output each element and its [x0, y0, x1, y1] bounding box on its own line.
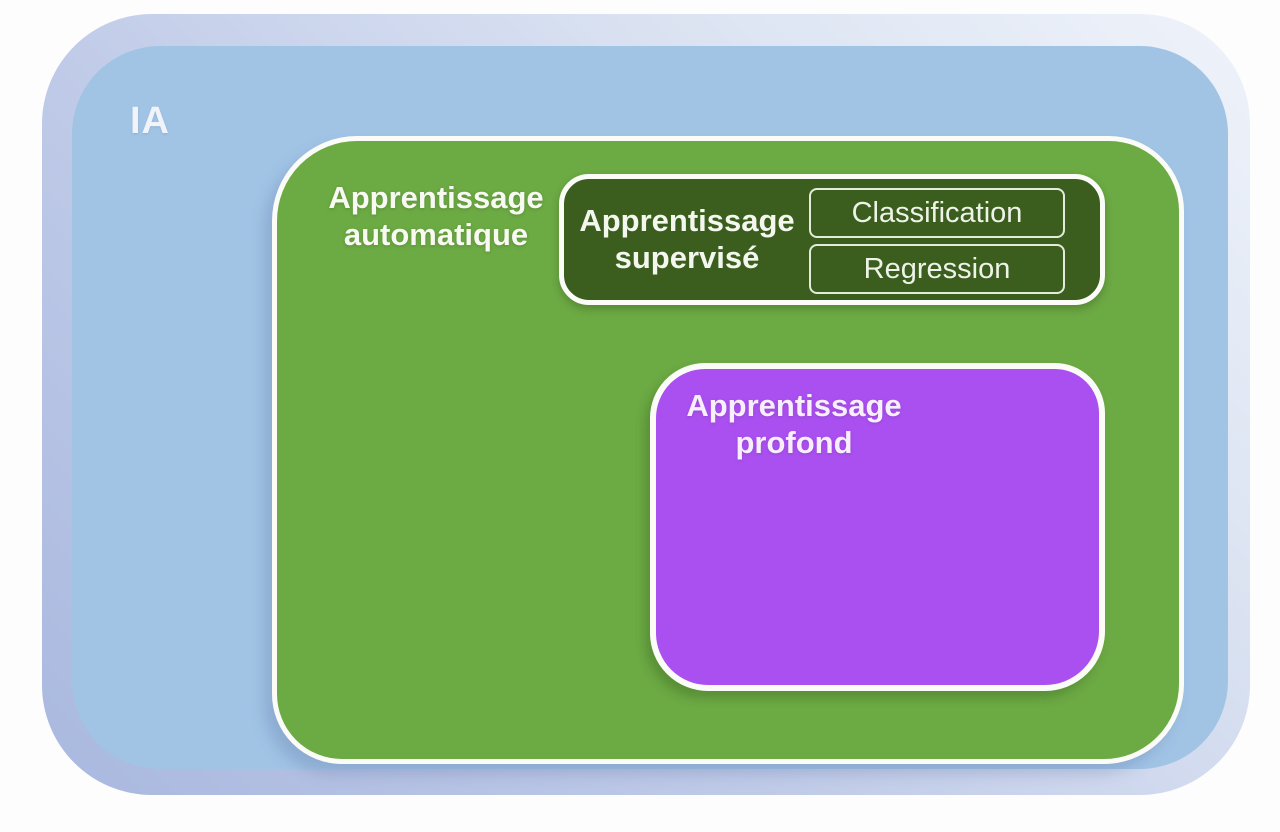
machine-learning-label: Apprentissage automatique — [328, 180, 544, 253]
supervised-items-group: Classification Regression — [809, 188, 1065, 294]
ia-label: IA — [130, 100, 170, 142]
deep-learning-label: Apprentissage profond — [686, 388, 902, 461]
regression-label: Regression — [863, 252, 1011, 285]
supervised-learning-box: Apprentissage supervisé Classification R… — [559, 174, 1105, 305]
classification-box: Classification — [809, 188, 1065, 238]
machine-learning-box: Apprentissage automatique Apprentissage … — [272, 136, 1184, 764]
classification-label: Classification — [851, 196, 1023, 229]
ia-box: IA Apprentissage automatique Apprentissa… — [72, 46, 1228, 769]
supervised-learning-label: Apprentissage supervisé — [579, 203, 795, 275]
regression-box: Regression — [809, 244, 1065, 294]
deep-learning-box: Apprentissage profond — [650, 363, 1105, 691]
